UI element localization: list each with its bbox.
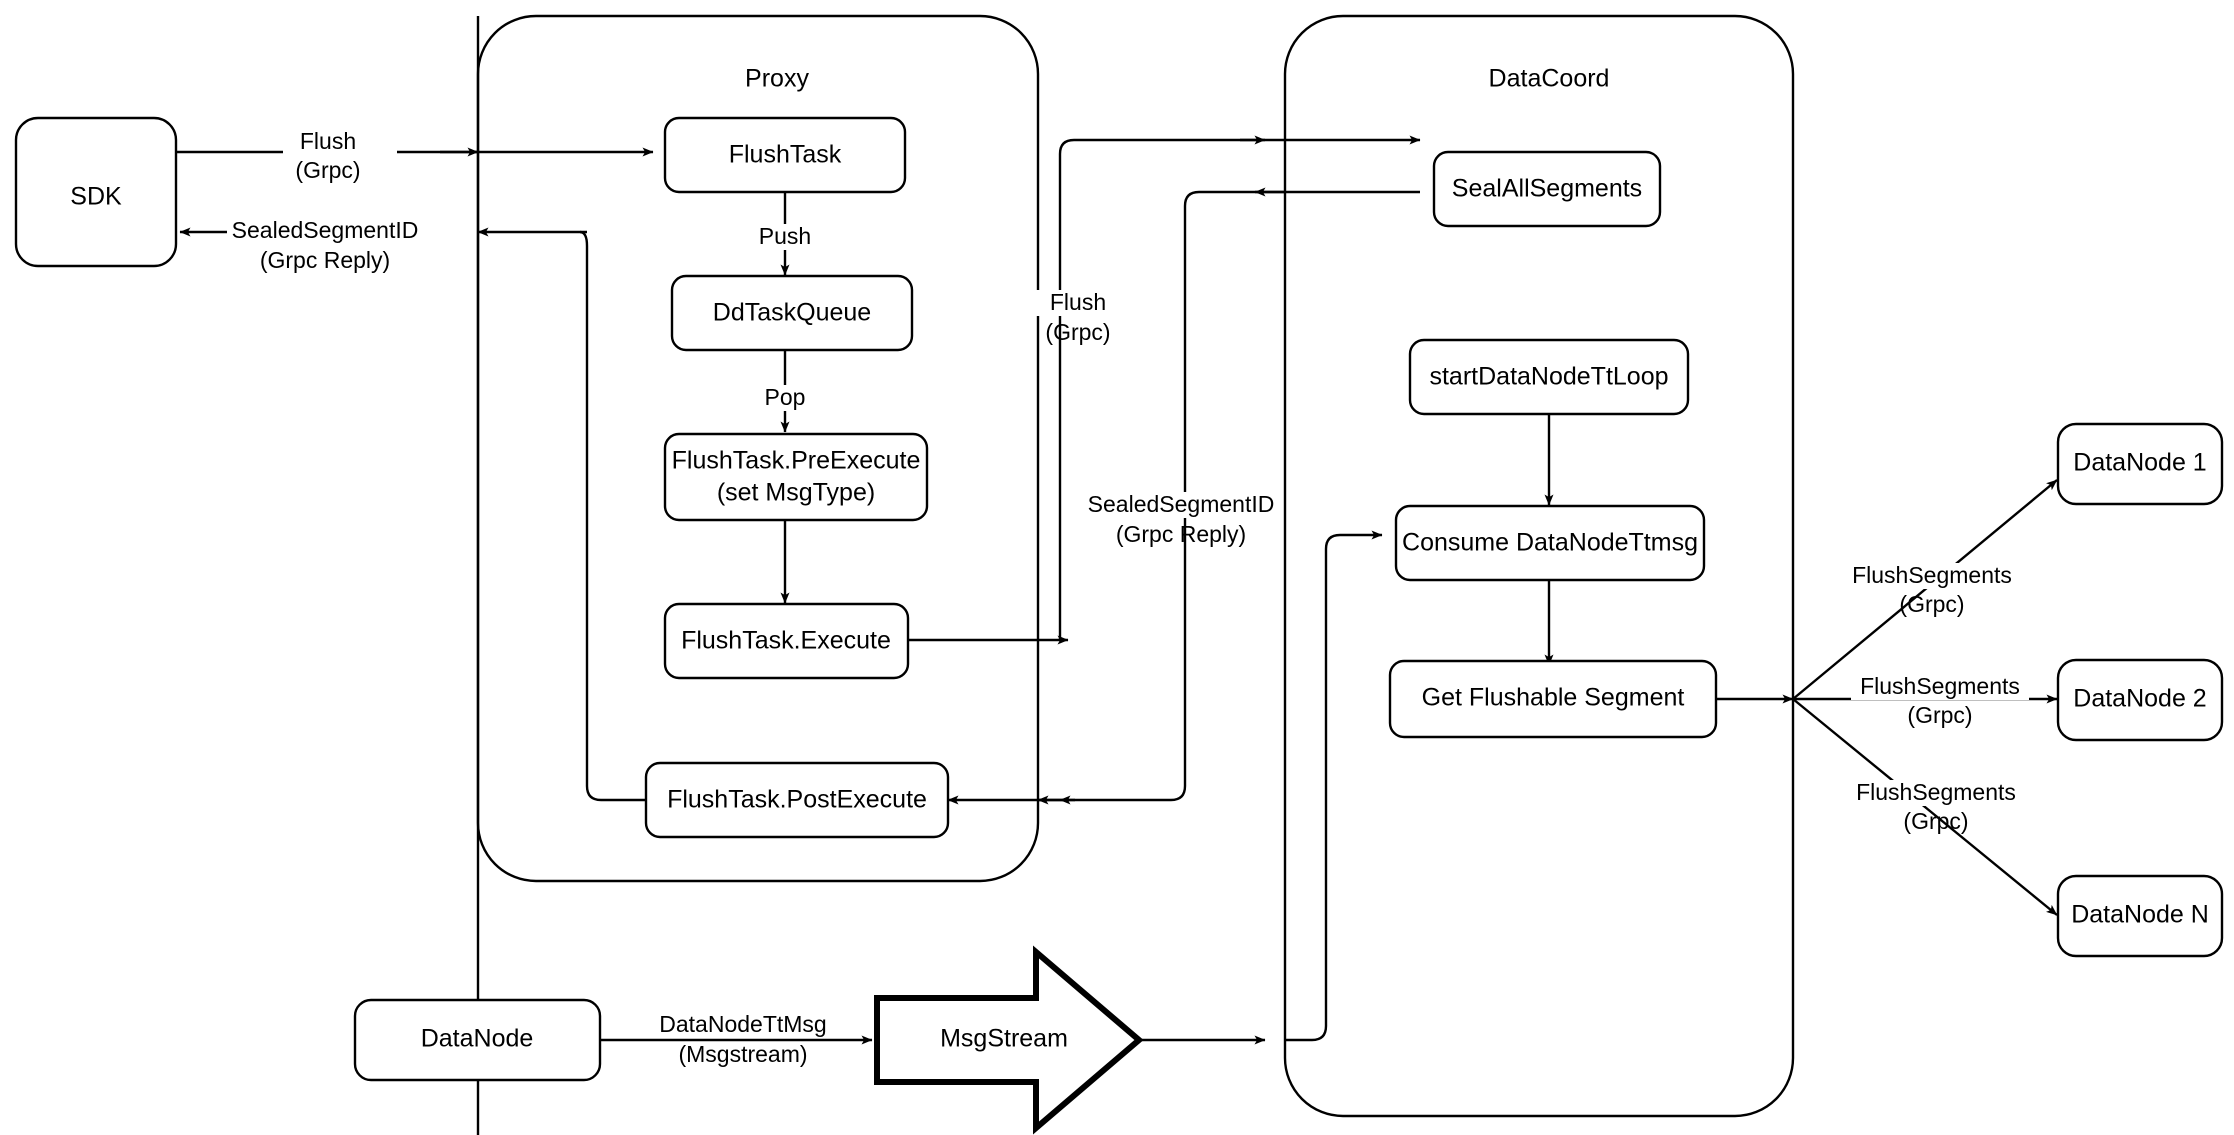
edge-label-datanode-ttmsg-bg <box>655 1012 835 1038</box>
node-sdk-label: SDK <box>70 183 122 211</box>
node-datanode-source[interactable]: DataNode <box>353 998 602 1082</box>
edge-label-sdk-to-proxy-bg <box>283 128 397 154</box>
node-flushtask-postexecute[interactable]: FlushTask.PostExecute <box>644 761 950 839</box>
node-flushtask-preexecute[interactable]: FlushTask.PreExecute (set MsgType) <box>663 432 929 522</box>
node-dd-task-queue[interactable]: DdTaskQueue <box>670 274 914 352</box>
node-start-datanode-tt-loop-label: startDataNodeTtLoop <box>1429 363 1668 391</box>
node-start-datanode-tt-loop[interactable]: startDataNodeTtLoop <box>1408 338 1690 416</box>
edge-label-datacoord-to-proxy: SealedSegmentID (Grpc Reply) <box>1088 491 1275 547</box>
node-flushtask-preexecute-box[interactable] <box>663 432 929 522</box>
node-flushtask-preexecute-label-line2: (set MsgType) <box>717 479 875 507</box>
node-msgstream-label: MsgStream <box>940 1025 1068 1053</box>
node-flush-task-label: FlushTask <box>729 141 842 169</box>
edge-label-sealedsegmentid-line2: (Grpc Reply) <box>260 247 390 273</box>
edge-label-push-bg <box>748 224 822 250</box>
edge-label-flush-grpc-line2: (Grpc) <box>1045 319 1110 345</box>
node-datanode-2-box[interactable] <box>2056 658 2224 742</box>
edge-label-flush-segments-2-line1: FlushSegments <box>1860 673 2020 699</box>
edge-label-proxy-to-sdk-bg <box>227 218 451 244</box>
node-msgstream[interactable]: MsgStream <box>874 945 1144 1135</box>
node-sdk-box[interactable] <box>14 116 178 268</box>
edge-label-flush-segments-2-line2: (Grpc) <box>1907 702 1972 728</box>
edge-label-datanode-ttmsg: DataNodeTtMsg (Msgstream) <box>655 1011 835 1067</box>
node-flush-task-box[interactable] <box>663 116 907 194</box>
edge-label-flush-segments-1-bg <box>1843 563 2021 589</box>
datacoord-container-outline <box>1283 14 1795 1118</box>
edge-label-flush-line1: Flush <box>300 128 356 154</box>
edge-label-flush-grpc-line1: Flush <box>1050 289 1106 315</box>
edge-label-proxy-to-sdk: SealedSegmentID (Grpc Reply) <box>227 217 451 273</box>
node-seal-all-segments[interactable]: SealAllSegments <box>1432 150 1662 228</box>
node-datanode-2-label: DataNode 2 <box>2073 685 2206 713</box>
edge-label-pop-bg <box>755 385 815 411</box>
edge-datacoord-ttmsg-rail <box>1285 530 1383 1042</box>
node-flush-task[interactable]: FlushTask <box>663 116 907 194</box>
edge-label-datacoord-to-proxy-bg <box>1090 492 1270 518</box>
node-flushtask-postexecute-label: FlushTask.PostExecute <box>667 786 927 814</box>
node-seal-all-segments-box[interactable] <box>1432 150 1662 228</box>
node-datanode-1-label: DataNode 1 <box>2073 449 2206 477</box>
node-consume-datanode-ttmsg[interactable]: Consume DataNodeTtmsg <box>1394 504 1706 582</box>
edge-flush-rail-to-datacoord <box>1058 135 1266 640</box>
edge-label-flush-segments-2: FlushSegments (Grpc) <box>1851 673 2029 728</box>
node-consume-datanode-ttmsg-box[interactable] <box>1394 504 1706 582</box>
node-flushtask-execute[interactable]: FlushTask.Execute <box>663 602 910 680</box>
node-dd-task-queue-box[interactable] <box>670 274 914 352</box>
node-datanode-n-label: DataNode N <box>2071 901 2209 929</box>
node-datanode-source-label: DataNode <box>421 1025 534 1053</box>
edge-label-flush-segments-1-line1: FlushSegments <box>1852 562 2012 588</box>
node-get-flushable-segment-box[interactable] <box>1388 659 1718 739</box>
node-start-datanode-tt-loop-box[interactable] <box>1408 338 1690 416</box>
node-datanode-source-box[interactable] <box>353 998 602 1082</box>
node-flushtask-preexecute-label-line1: FlushTask.PreExecute <box>672 447 921 475</box>
node-get-flushable-segment-label: Get Flushable Segment <box>1422 684 1685 712</box>
edge-postexecute-loop <box>579 230 645 802</box>
node-get-flushable-segment[interactable]: Get Flushable Segment <box>1388 659 1718 739</box>
edge-label-flush-segments-n-bg <box>1847 780 2025 806</box>
edge-junction-to-datanode1 <box>1792 479 2058 700</box>
edge-label-proxy-to-datacoord-bg <box>1028 290 1116 316</box>
node-seal-all-segments-label: SealAllSegments <box>1452 175 1642 203</box>
edge-label-sealedsegmentid-grpc-line2: (Grpc Reply) <box>1116 521 1246 547</box>
edge-label-datanode-ttmsg-line2: (Msgstream) <box>678 1041 807 1067</box>
node-datanode-n[interactable]: DataNode N <box>2056 874 2224 958</box>
edge-label-pop: Pop <box>755 384 815 411</box>
edge-label-pop-text: Pop <box>765 384 806 410</box>
node-dd-task-queue-label: DdTaskQueue <box>713 299 871 327</box>
node-datanode-n-box[interactable] <box>2056 874 2224 958</box>
edge-label-push: Push <box>748 223 822 250</box>
node-datanode-2[interactable]: DataNode 2 <box>2056 658 2224 742</box>
edge-label-sdk-to-proxy: Flush (Grpc) <box>283 128 397 183</box>
node-flushtask-execute-label: FlushTask.Execute <box>681 627 891 655</box>
node-flushtask-execute-box[interactable] <box>663 602 910 680</box>
edge-label-sealedsegmentid-grpc-line1: SealedSegmentID <box>1088 491 1275 517</box>
node-datanode-1[interactable]: DataNode 1 <box>2056 422 2224 506</box>
edge-label-flush-segments-2-bg <box>1851 674 2029 700</box>
node-datanode-1-box[interactable] <box>2056 422 2224 506</box>
node-consume-datanode-ttmsg-label: Consume DataNodeTtmsg <box>1402 529 1698 557</box>
edge-label-flush-line2: (Grpc) <box>295 157 360 183</box>
node-msgstream-arrow-shape[interactable] <box>874 945 1144 1135</box>
edge-label-flush-segments-n-line2: (Grpc) <box>1903 808 1968 834</box>
edge-junction-to-datanoden <box>1792 698 2058 916</box>
edge-label-sealedsegmentid-line1: SealedSegmentID <box>232 217 419 243</box>
datacoord-container-title: DataCoord <box>1489 65 1610 93</box>
edge-label-flush-segments-1: FlushSegments (Grpc) <box>1843 562 2021 617</box>
datacoord-container: DataCoord <box>1283 14 1795 1118</box>
edge-label-flush-segments-1-line2: (Grpc) <box>1899 591 1964 617</box>
edge-label-push-text: Push <box>759 223 811 249</box>
node-sdk[interactable]: SDK <box>14 116 178 268</box>
proxy-container-title: Proxy <box>745 65 809 93</box>
node-flushtask-postexecute-box[interactable] <box>644 761 950 839</box>
edge-label-flush-segments-n-line1: FlushSegments <box>1856 779 2016 805</box>
edge-label-proxy-to-datacoord: Flush (Grpc) <box>1028 289 1116 345</box>
edge-label-datanode-ttmsg-line1: DataNodeTtMsg <box>659 1011 826 1037</box>
edge-label-flush-segments-n: FlushSegments (Grpc) <box>1847 779 2025 834</box>
